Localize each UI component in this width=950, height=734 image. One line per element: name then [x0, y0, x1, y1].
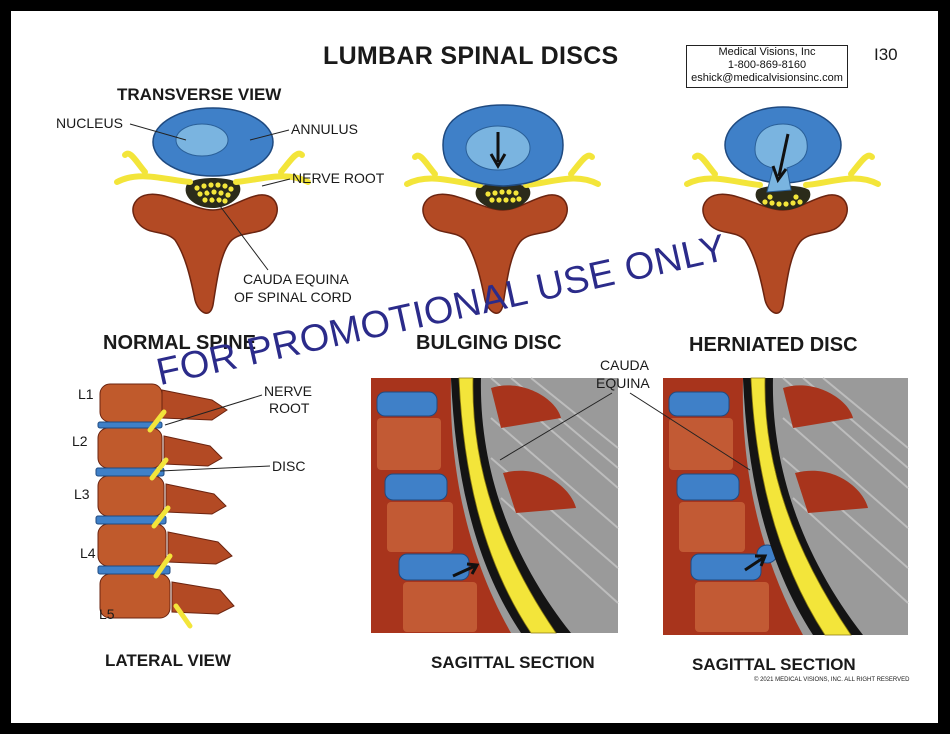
- page-title: LUMBAR SPINAL DISCS: [323, 42, 619, 70]
- lateral-view-caption: LATERAL VIEW: [105, 651, 231, 670]
- herniation-arrow-icon: [771, 133, 790, 184]
- label-root: ROOT: [269, 400, 310, 416]
- lateral-view-illustration: [95, 383, 235, 629]
- plate-id: I30: [874, 45, 898, 64]
- normal-spine-illustration: [114, 107, 311, 314]
- lumbar-discs: [95, 421, 171, 575]
- nucleus: [175, 123, 229, 157]
- herniated-nucleus: [754, 123, 808, 193]
- cauda-equina-dots: [194, 182, 234, 204]
- nerve-root-left: [404, 152, 483, 188]
- panel-heading-bulging-disc: BULGING DISC: [416, 332, 562, 354]
- level-label-l1: L1: [78, 386, 94, 402]
- label-nucleus: NUCLEUS: [56, 115, 123, 131]
- spinous-processes: [491, 385, 576, 513]
- sagittal-section-herniated: [663, 377, 909, 636]
- label-cauda-equina: CAUDA EQUINA: [243, 271, 349, 287]
- spinal-canal: [743, 378, 863, 635]
- nerve-root-right: [803, 152, 881, 188]
- sagittal-caption-herniated: SAGITTAL SECTION: [692, 655, 856, 674]
- sagittal-caption-bulging: SAGITTAL SECTION: [431, 653, 595, 672]
- spinous-processes: [783, 385, 868, 513]
- spinal-canal: [451, 378, 571, 633]
- nerve-root-left: [114, 150, 193, 185]
- vertebral-body: [702, 193, 848, 314]
- nerve-root-right: [523, 152, 601, 188]
- disc-spaces: [376, 391, 470, 581]
- publisher-name: Medical Visions, Inc: [718, 46, 816, 58]
- vertebral-body: [422, 193, 568, 314]
- vertebral-body: [132, 193, 278, 314]
- publisher-email: eshick@medicalvisionsinc.com: [691, 72, 843, 84]
- cauda-equina-dots: [485, 189, 522, 203]
- herniation-arrow-icon: [744, 554, 768, 572]
- spinal-canal: [475, 183, 531, 210]
- copyright-notice: © 2021 MEDICAL VISIONS, INC. ALL RIGHT R…: [754, 677, 910, 683]
- herniated-disc-illustration: [684, 106, 881, 314]
- level-label-l3: L3: [74, 486, 90, 502]
- cauda-equina: [750, 377, 852, 636]
- publisher-info-box: Medical Visions, Inc 1-800-869-8160 eshi…: [686, 45, 848, 88]
- nerve-root-right: [233, 150, 311, 185]
- level-label-l5: L5: [99, 606, 115, 622]
- pressure-arrow-icon: [489, 132, 507, 169]
- bulge-arrow-icon: [452, 562, 480, 578]
- label-annulus: ANNULUS: [291, 121, 358, 137]
- bulging-disc-illustration: [404, 104, 601, 314]
- level-label-l4: L4: [80, 545, 96, 561]
- posterior-elements: [161, 389, 235, 615]
- nerve-roots: [147, 409, 193, 629]
- panel-heading-herniated-disc: HERNIATED DISC: [689, 334, 858, 356]
- label-disc: DISC: [272, 458, 306, 474]
- panel-heading-normal-spine: NORMAL SPINE: [103, 332, 256, 354]
- transverse-view-heading: TRANSVERSE VIEW: [117, 85, 282, 104]
- label-nerve-root: NERVE ROOT: [292, 170, 385, 186]
- label-nerve: NERVE: [264, 383, 312, 399]
- cauda-equina: [458, 377, 557, 634]
- nerve-root-left: [684, 152, 763, 188]
- disc-spaces: [668, 391, 778, 581]
- label-of-spinal-cord: OF SPINAL CORD: [234, 289, 352, 305]
- level-label-l2: L2: [72, 433, 88, 449]
- sagittal-section-bulging: [371, 377, 619, 634]
- publisher-phone: 1-800-869-8160: [727, 59, 807, 71]
- cauda-equina-dots: [762, 194, 803, 207]
- label-sagittal-equina: EQUINA: [596, 375, 650, 391]
- label-sagittal-cauda: CAUDA: [600, 357, 650, 373]
